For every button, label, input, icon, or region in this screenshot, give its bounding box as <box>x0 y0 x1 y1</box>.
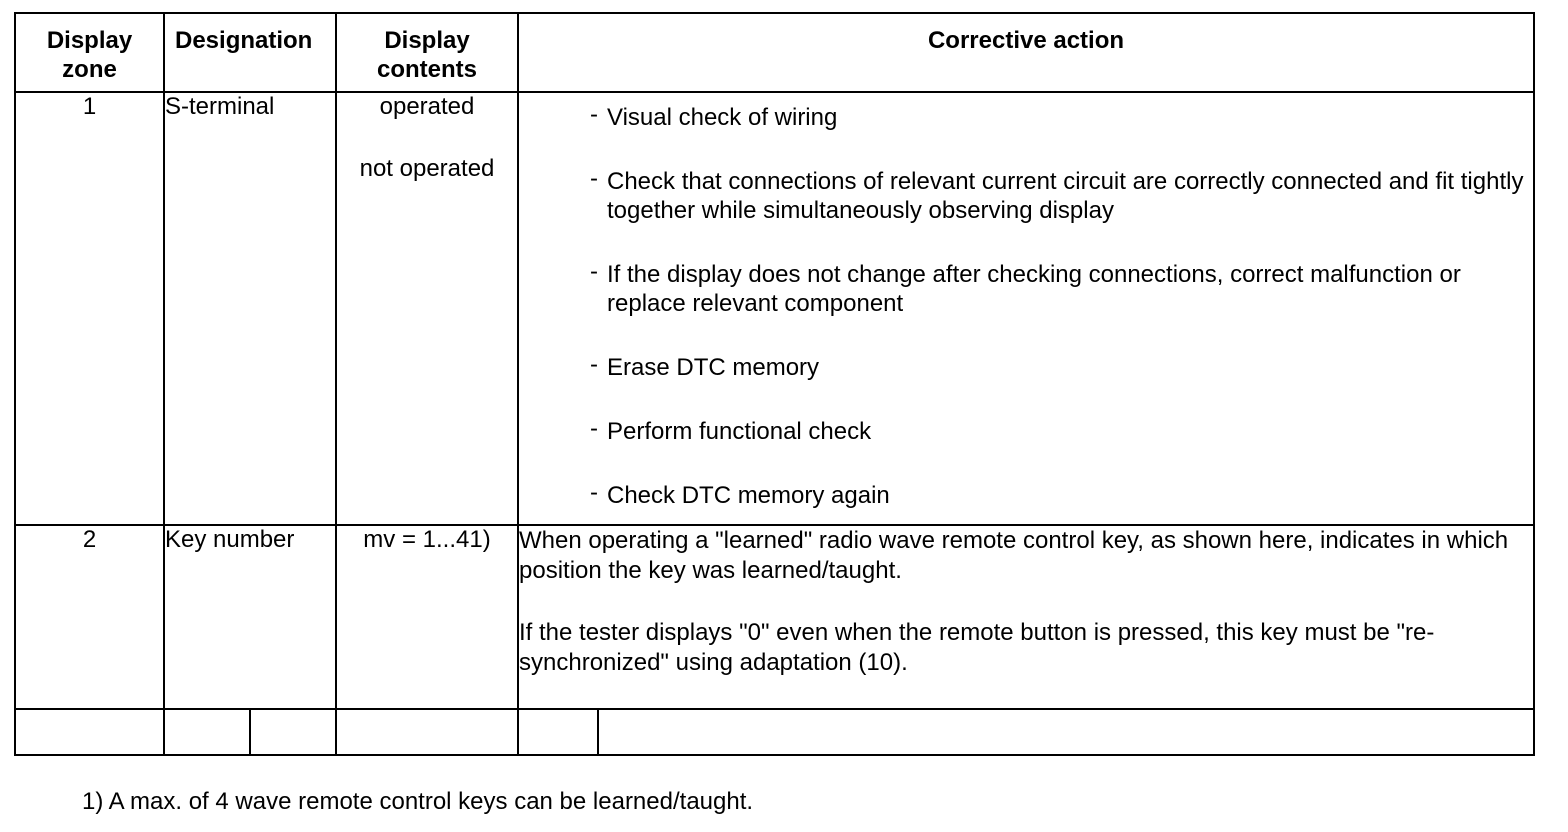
list-item: -If the display does not change after ch… <box>590 258 1461 317</box>
empty-cell <box>163 708 251 756</box>
footnote-ref: 1) <box>469 526 491 553</box>
footnote: 1) A max. of 4 wave remote control keys … <box>82 788 754 815</box>
header-display-contents: Display contents <box>335 12 519 93</box>
header-designation: Designation <box>163 12 337 93</box>
action-paragraph: If the tester displays "0" even when the… <box>519 619 1435 676</box>
corrective-action-cell: -Visual check of wiring -Check that conn… <box>517 91 1535 526</box>
empty-cell <box>517 708 599 756</box>
empty-cell <box>14 708 165 756</box>
table-row: 1 S-terminal operated not operated -Visu… <box>14 91 1535 526</box>
contents-value: not operated <box>359 155 495 182</box>
contents-value: operated <box>379 93 475 120</box>
designation-cell: S-terminal <box>163 91 337 526</box>
empty-cell <box>249 708 337 756</box>
header-corrective-action: Corrective action <box>517 12 1535 93</box>
contents-cell: mv = 1...41) <box>335 524 519 710</box>
corrective-action-cell: When operating a "learned" radio wave re… <box>517 524 1535 710</box>
list-item: -Check DTC memory again <box>590 479 890 509</box>
diagnostic-table: Display zone Designation Display content… <box>14 12 1535 756</box>
action-paragraph: When operating a "learned" radio wave re… <box>519 527 1509 584</box>
list-item: -Visual check of wiring <box>590 101 838 131</box>
action-list: -Visual check of wiring -Check that conn… <box>519 93 1533 524</box>
header-display-zone: Display zone <box>14 12 165 93</box>
zone-cell: 1 <box>14 91 165 526</box>
contents-cell: operated not operated <box>335 91 519 526</box>
list-item: -Erase DTC memory <box>590 351 820 381</box>
table-row: 2 Key number mv = 1...41) When operating… <box>14 524 1535 710</box>
table-header-row: Display zone Designation Display content… <box>14 12 1535 93</box>
empty-cell <box>597 708 1535 756</box>
list-item: -Check that connections of relevant curr… <box>590 165 1524 224</box>
contents-value: mv = 1...4 <box>363 526 470 553</box>
list-item: -Perform functional check <box>590 415 872 445</box>
zone-cell: 2 <box>14 524 165 710</box>
empty-cell <box>335 708 519 756</box>
designation-cell: Key number <box>163 524 337 710</box>
empty-row <box>14 708 1535 756</box>
